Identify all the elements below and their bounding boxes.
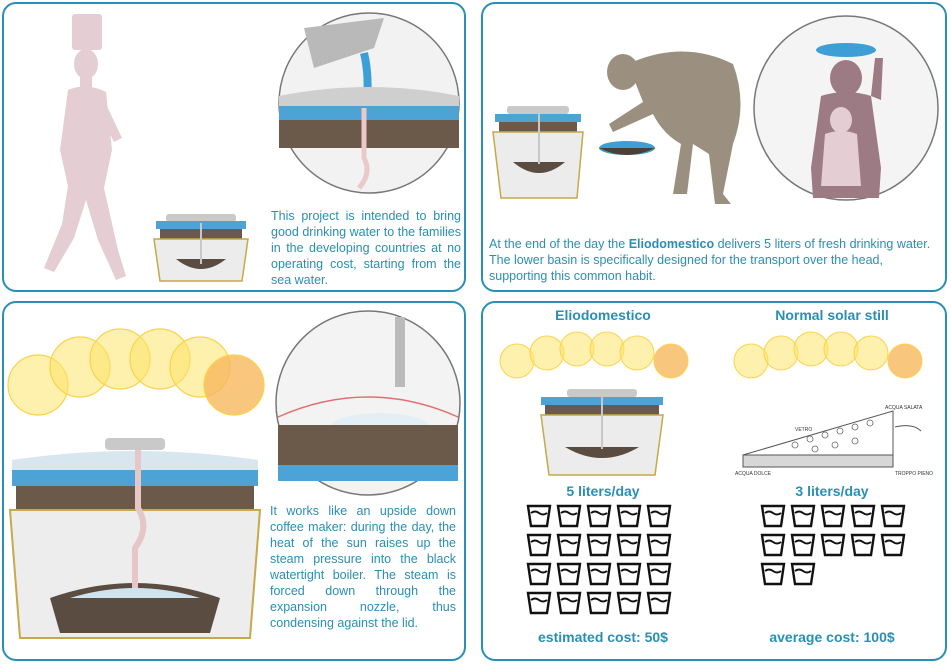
solar-still-sketch: ACQUA SALATA VETRO ACQUA DOLCE TROPPO PI… [735,405,933,477]
water-cup-icon [790,533,816,557]
water-cup-icon [616,591,642,615]
steam-condensing-circle [275,310,461,496]
eliodomestico-side-illustration [492,106,584,199]
water-cup-icon [556,533,582,557]
water-cup-icon [586,504,612,528]
intro-panel: This project is intended to bring good d… [2,2,466,292]
water-cup-icon [820,533,846,557]
water-cup-icon [556,504,582,528]
transport-panel: At the end of the day the Eliodomestico … [481,2,947,292]
water-cup-icon [586,562,612,586]
water-cup-icon [556,562,582,586]
water-cup-icon [616,562,642,586]
eliodomestico-cutaway-illustration [8,438,262,639]
water-cup-icon [616,504,642,528]
water-cup-icon [790,504,816,528]
normal-solar-still-title: Normal solar still [775,307,889,323]
how-it-works-description: It works like an upside down coffee make… [270,504,456,630]
water-cup-icon [820,504,846,528]
water-cup-icon [586,533,612,557]
water-cup-icon [790,562,816,586]
water-cup-icon [880,504,906,528]
eliodomestico-small-illustration [153,214,249,282]
water-cup-icon [760,562,786,586]
eliodomestico-cost: estimated cost: 50$ [538,629,668,645]
water-cup-icon [646,533,672,557]
eliodomestico-cup-grid [526,504,677,623]
water-cup-icon [586,591,612,615]
comparison-panel: Eliodomestico Normal solar still ACQ [481,301,947,661]
water-cup-icon [556,591,582,615]
pouring-water-circle [278,12,460,194]
right-sun-path [733,331,923,379]
water-cup-icon [646,562,672,586]
water-cup-icon [526,562,552,586]
water-cup-icon [616,533,642,557]
water-cup-icon [850,504,876,528]
sketch-label-overflow: TROPPO PIENO [895,471,933,477]
sun-path-illustration [7,328,265,416]
brand-name: Eliodomestico [628,237,715,251]
bending-woman-silhouette [599,51,741,204]
walking-woman-silhouette [44,14,126,280]
water-cup-icon [646,591,672,615]
water-cup-icon [880,533,906,557]
solar-still-cup-grid [760,504,911,623]
basin-on-head-circle [753,15,939,201]
water-cup-icon [760,504,786,528]
eliodomestico-title: Eliodomestico [555,307,651,323]
water-cup-icon [526,591,552,615]
sketch-label-glass: VETRO [795,427,812,433]
water-cup-icon [526,504,552,528]
intro-description: This project is intended to bring good d… [271,209,461,287]
how-it-works-panel: It works like an upside down coffee make… [2,301,466,661]
sketch-label-fresh-water: ACQUA DOLCE [735,471,772,477]
sketch-label-salt-water: ACQUA SALATA [885,405,923,411]
transport-description: At the end of the day the Eliodomestico … [489,237,931,283]
solar-still-output: 3 liters/day [795,483,869,499]
left-sun-path [499,331,689,379]
solar-still-cost: average cost: 100$ [769,629,895,645]
water-cup-icon [646,504,672,528]
water-cup-icon [850,533,876,557]
eliodomestico-output: 5 liters/day [566,483,640,499]
water-cup-icon [526,533,552,557]
eliodomestico-comparison-illustration [540,389,664,476]
water-cup-icon [760,533,786,557]
